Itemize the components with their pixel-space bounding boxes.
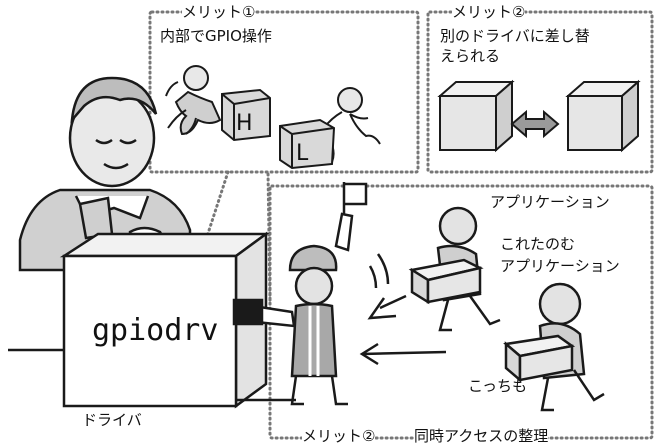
merit1-panel-border (148, 10, 420, 174)
this-one-too-speech: こっちも (468, 377, 527, 395)
stop-arrow-lower (359, 342, 447, 366)
swap-arrow (510, 109, 560, 139)
application-label-2: アプリケーション (500, 257, 620, 275)
original-driver-box (437, 79, 515, 153)
request-speech: これたのむ (500, 235, 576, 253)
l-box-label: L (296, 141, 309, 166)
l-box (279, 118, 336, 170)
h-box (221, 88, 271, 142)
merit1-description: 内部でGPIO操作 (160, 27, 272, 45)
figure-pushing-h-box (165, 65, 222, 136)
application-label-1: アプリケーション (490, 193, 610, 211)
motion-marks (368, 253, 390, 289)
traffic-controller-figure (232, 182, 368, 406)
merit3-description: 同時アクセスの整理 (414, 427, 549, 445)
h-box-label: H (236, 111, 253, 136)
merit2-panel-border (426, 10, 654, 174)
driver-box (8, 231, 296, 409)
merit1-title: メリット① (182, 3, 256, 21)
merit2-description-line2: えられる (440, 47, 501, 65)
merit2-description-line1: 別のドライバに差し替 (440, 27, 590, 45)
replacement-driver-box (565, 79, 641, 153)
applicant-1-figure (408, 206, 501, 332)
applicant-2-figure (503, 282, 605, 412)
stop-arrow-upper (367, 294, 407, 320)
driver-box-label: gpiodrv (92, 313, 219, 348)
merit3-title: メリット② (302, 427, 376, 445)
driver-caption: ドライバ (82, 411, 142, 429)
connector-line (266, 170, 272, 302)
merit2-title: メリット② (452, 3, 526, 21)
